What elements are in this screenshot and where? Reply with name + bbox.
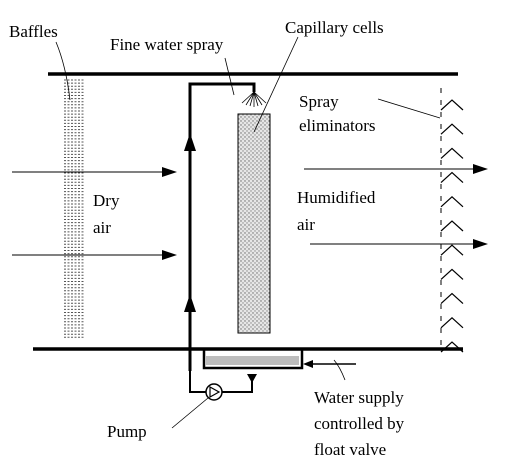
tank-water-level — [206, 356, 299, 365]
eliminator-chevron — [440, 99, 464, 111]
eliminator-chevron — [440, 268, 464, 280]
label-baffles: Baffles — [9, 22, 58, 41]
label-fine-water-spray: Fine water spray — [110, 35, 224, 54]
leader-lines — [55, 36, 441, 429]
eliminator-chevron — [440, 244, 464, 256]
label-pump: Pump — [107, 422, 147, 441]
label-capillary-cells: Capillary cells — [285, 18, 384, 37]
label-spray-eliminators-line1: Spray — [299, 92, 339, 111]
label-dry-air-line2: air — [93, 218, 111, 237]
riser-arrowhead-upper — [184, 133, 196, 151]
water-pipe-riser — [188, 82, 256, 371]
spray-nozzle — [241, 91, 267, 107]
label-humidified-air-line2: air — [297, 215, 315, 234]
capillary-cells-block — [237, 113, 271, 334]
label-dry-air-line1: Dry — [93, 191, 120, 210]
pump-icon — [205, 383, 223, 401]
eliminator-chevron — [440, 292, 464, 305]
label-water-supply-line1: Water supply — [314, 388, 404, 407]
eliminator-chevron — [440, 195, 464, 208]
water-tank — [202, 349, 304, 370]
eliminator-chevron — [440, 171, 464, 184]
label-water-supply-line2: controlled by — [314, 414, 405, 433]
pump-outlet-arrowhead — [247, 374, 257, 383]
air-flow-arrows — [12, 164, 488, 260]
baffles — [64, 79, 84, 338]
label-water-supply-line3: float valve — [314, 440, 386, 459]
eliminator-chevron — [440, 147, 464, 159]
riser-arrowhead-lower — [184, 294, 196, 312]
label-spray-eliminators-line2: eliminators — [299, 116, 375, 135]
label-humidified-air-line1: Humidified — [297, 188, 376, 207]
eliminator-chevron — [440, 316, 464, 329]
water-supply-arrowhead — [303, 360, 313, 368]
eliminator-chevron — [440, 123, 464, 135]
spray-eliminators — [440, 99, 464, 353]
eliminator-chevron — [440, 220, 464, 232]
eliminator-chevron — [440, 341, 464, 353]
